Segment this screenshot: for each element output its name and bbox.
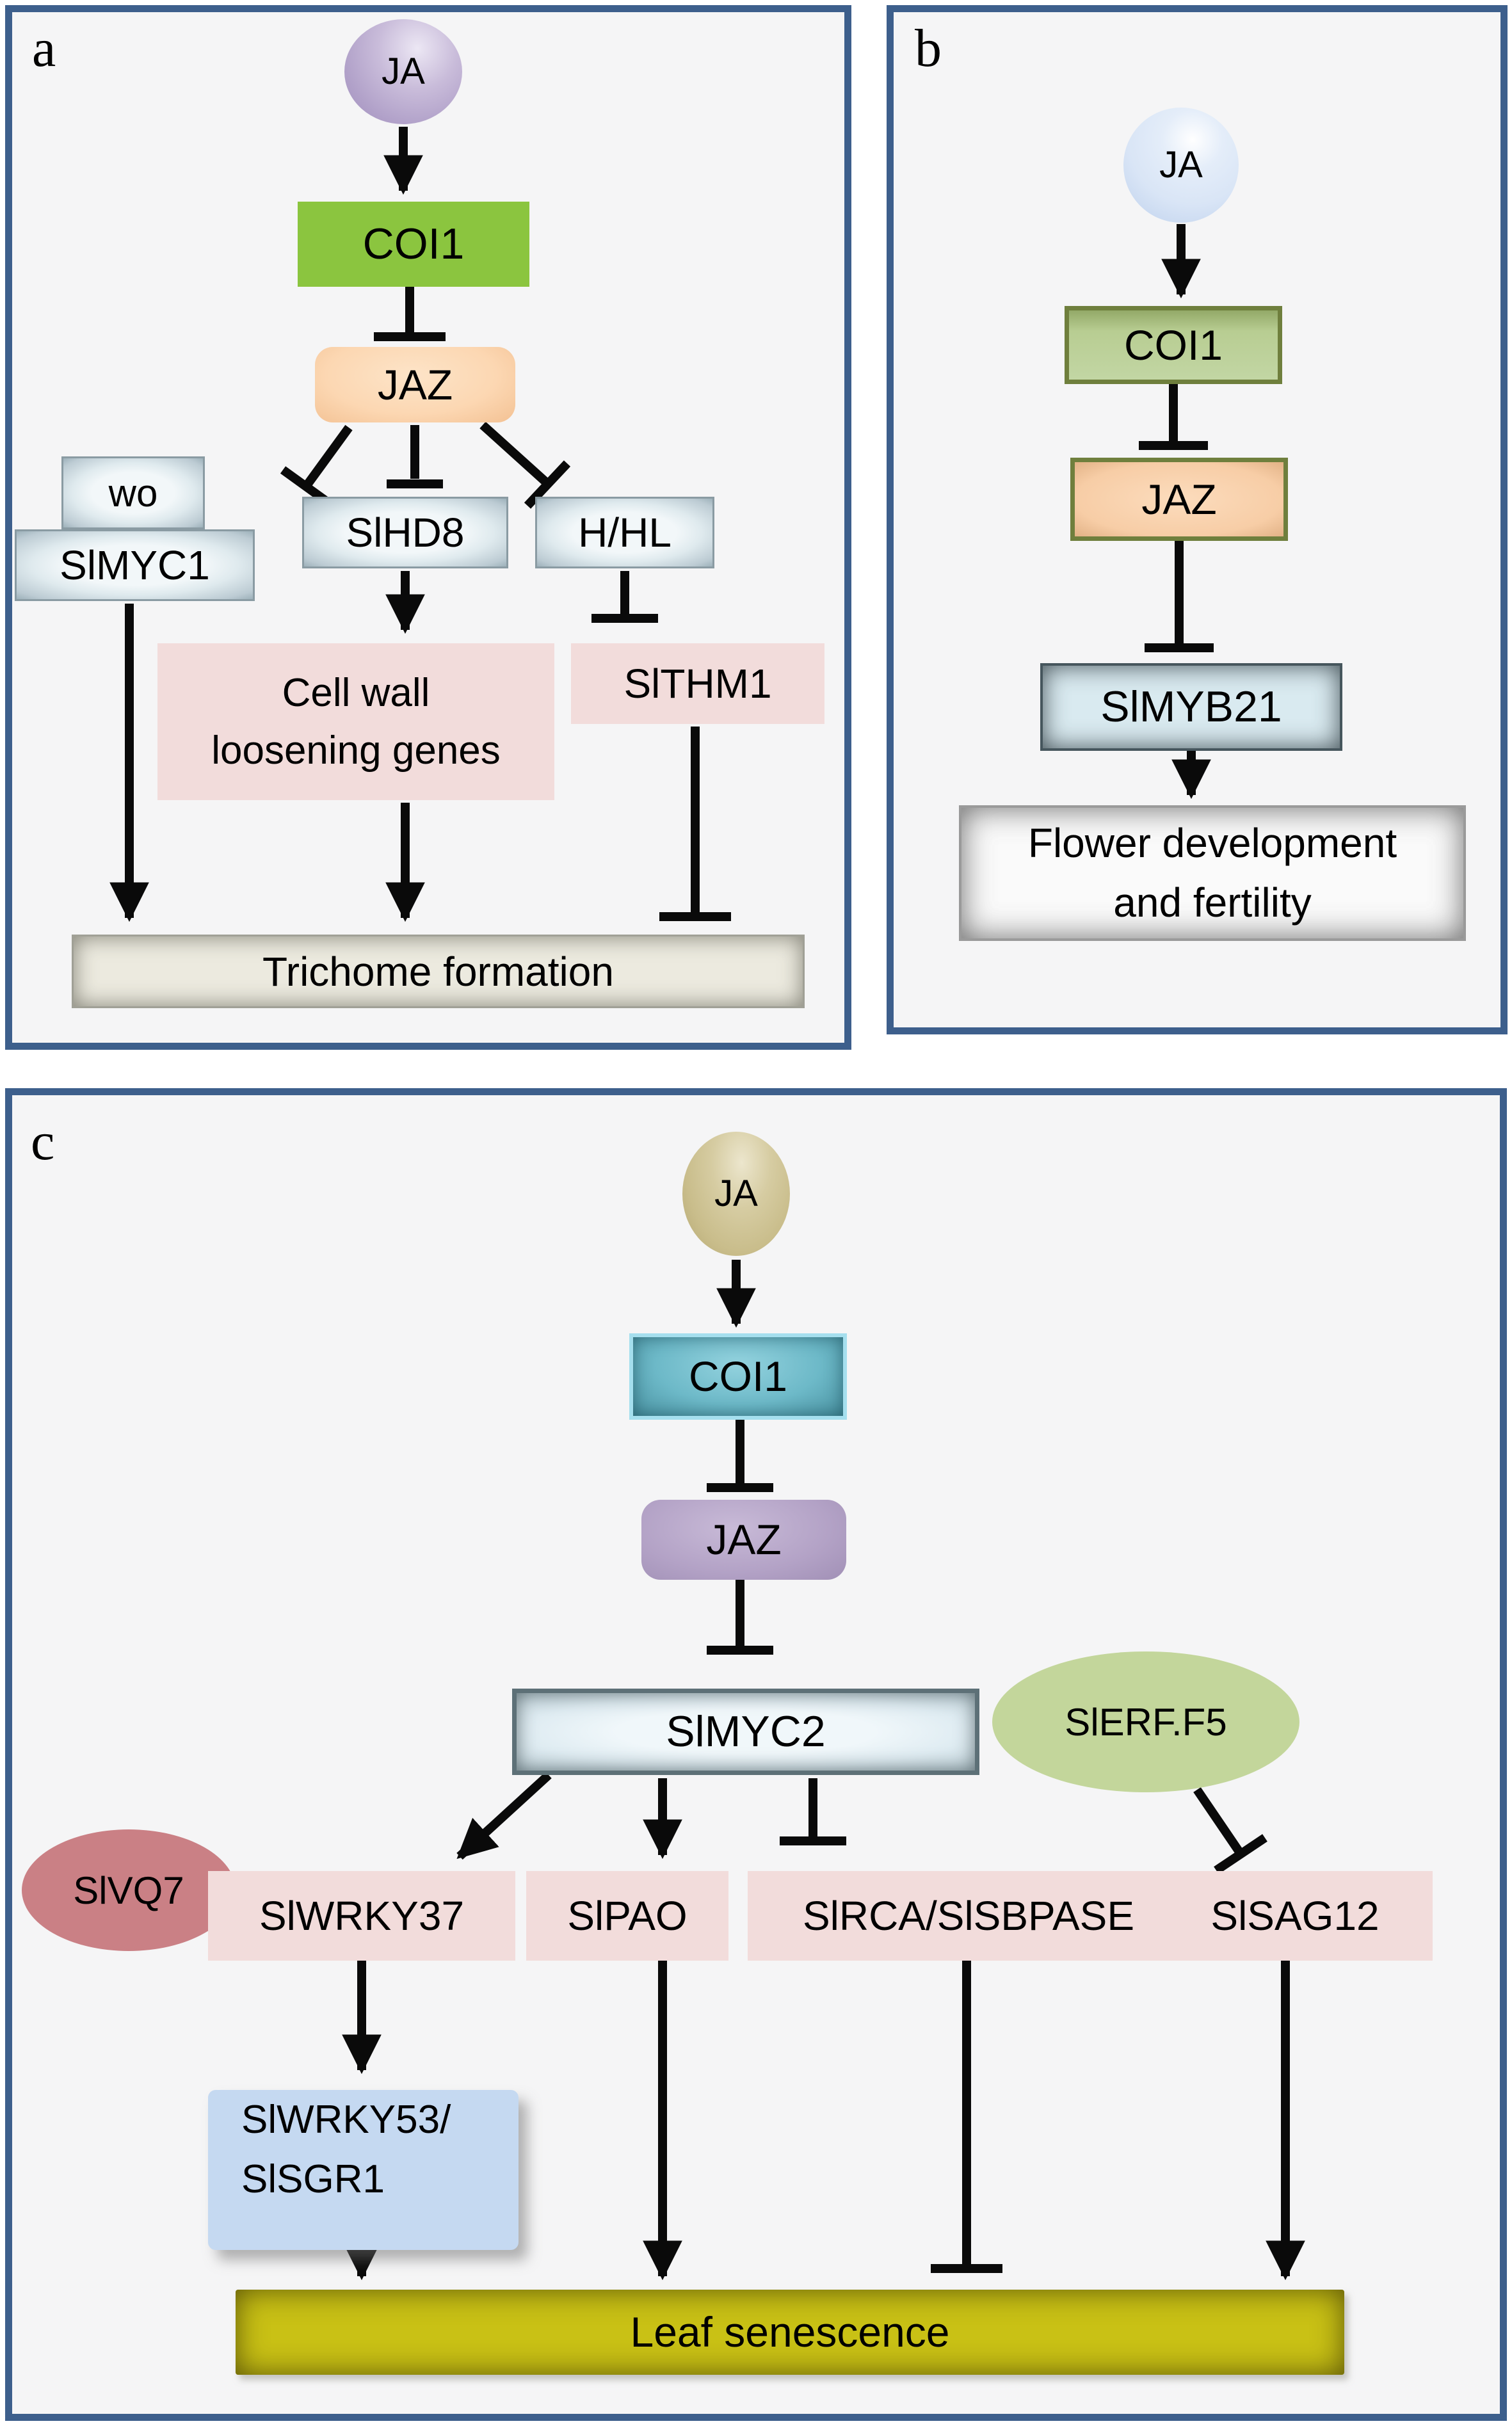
panel-b-letter: b — [915, 19, 942, 78]
node-slmyc1: SlMYC1 — [15, 529, 255, 601]
node-slpao: SlPAO — [526, 1871, 728, 1961]
node-ja-b: JA — [1123, 108, 1239, 223]
panel-c: c JA COI1 JAZ SlMYC2 SlERF.F5 SlVQ7 SlWR… — [5, 1088, 1507, 2421]
node-slrca-slsbpase: SlRCA/SlSBPASE — [748, 1871, 1189, 1961]
node-cell-wall-loosening-genes: Cell wall loosening genes — [157, 643, 554, 800]
node-slwrky53-slsgr1: SlWRKY53/ SlSGR1 — [208, 2090, 519, 2250]
node-slsag12: SlSAG12 — [1157, 1871, 1433, 1961]
cell-wall-line2: loosening genes — [211, 728, 501, 773]
panel-c-letter: c — [31, 1112, 55, 1171]
node-slvq7: SlVQ7 — [22, 1829, 236, 1951]
slwrky53-line2: SlSGR1 — [241, 2157, 385, 2201]
node-slthm1: SlTHM1 — [571, 643, 824, 724]
panel-a-letter: a — [32, 19, 56, 78]
cell-wall-line1: Cell wall — [282, 670, 430, 715]
node-jaz-a: JAZ — [315, 347, 515, 422]
node-coi1-b: COI1 — [1065, 306, 1282, 384]
panel-b: b JA COI1 JAZ SlMYB21 Flower development… — [887, 5, 1508, 1034]
node-ja-a: JA — [344, 19, 462, 124]
node-slerf-f5: SlERF.F5 — [992, 1651, 1299, 1792]
node-wo: wo — [61, 456, 205, 529]
flower-line2: and fertility — [1113, 880, 1312, 926]
node-flower-development: Flower development and fertility — [959, 805, 1466, 941]
node-trichome-formation: Trichome formation — [72, 935, 805, 1008]
node-jaz-b: JAZ — [1070, 458, 1288, 541]
node-slmyb21: SlMYB21 — [1040, 663, 1342, 751]
node-hhl: H/HL — [535, 497, 714, 568]
flower-line1: Flower development — [1027, 820, 1397, 867]
node-ja-c: JA — [682, 1132, 790, 1256]
node-slmyc2: SlMYC2 — [512, 1689, 979, 1775]
node-leaf-senescence: Leaf senescence — [236, 2290, 1344, 2375]
panel-a: a JA COI1 JAZ wo SlMYC1 SlHD8 H/HL Cell … — [5, 5, 851, 1050]
node-coi1-c: COI1 — [629, 1333, 847, 1420]
node-jaz-c: JAZ — [641, 1500, 846, 1580]
node-slhd8: SlHD8 — [302, 497, 508, 568]
node-coi1-a: COI1 — [298, 202, 529, 287]
slwrky53-line1: SlWRKY53/ — [241, 2098, 451, 2142]
node-slwrky37: SlWRKY37 — [208, 1871, 515, 1961]
